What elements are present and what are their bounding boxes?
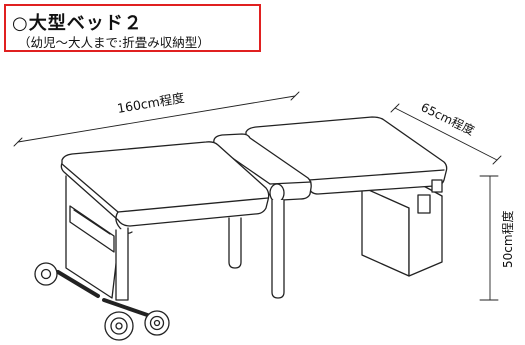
length-label: 160cm程度 [116, 90, 186, 116]
left-frame [56, 175, 242, 320]
wheel-front-right [144, 310, 170, 336]
diagram-subtitle: （幼児～大人まで:折畳み収納型） [18, 35, 210, 50]
wheel-front-left [104, 311, 134, 341]
width-label: 65cm程度 [419, 99, 477, 138]
title-box: ○大型ベッド２ （幼児～大人まで:折畳み収納型） [4, 4, 261, 52]
left-mattress [60, 141, 270, 234]
length-dimension-line [13, 91, 300, 147]
height-dimension-line [479, 175, 499, 301]
height-label: 50cm程度 [500, 210, 515, 268]
diagram-title: ○大型ベッド２ [12, 13, 143, 34]
caster-wheels [34, 262, 170, 341]
width-dimension-line [390, 103, 502, 165]
wheel-rear-left [34, 262, 58, 286]
